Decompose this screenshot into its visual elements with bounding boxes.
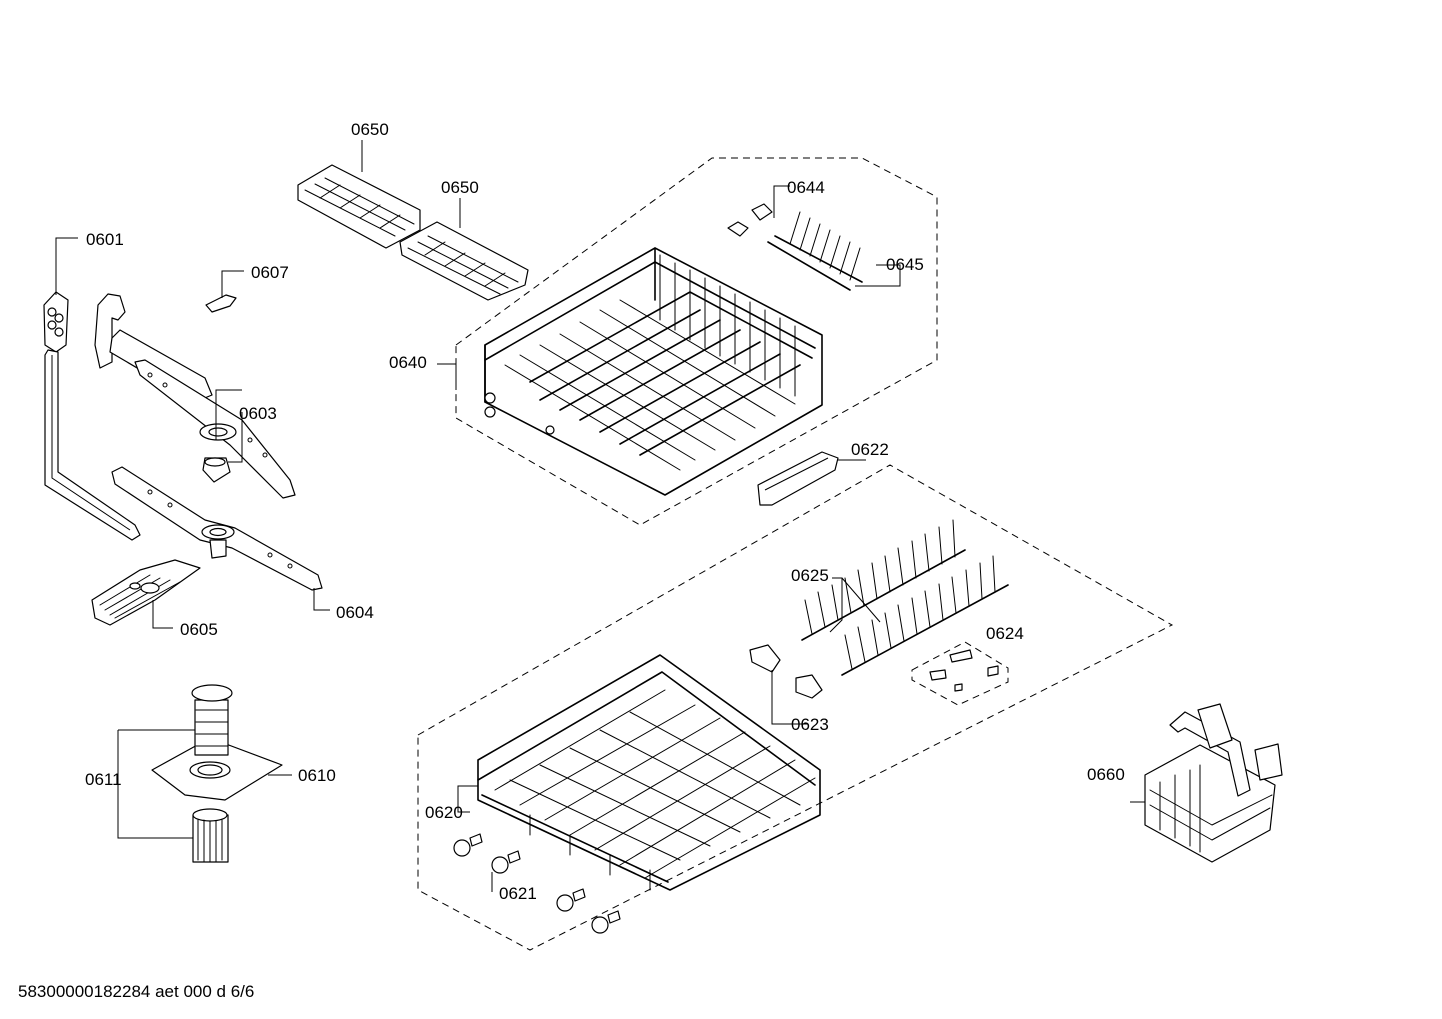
label-0601: 0601	[86, 230, 124, 249]
upper-basket-group-outline	[455, 157, 938, 526]
sump-filter-part	[151, 684, 283, 863]
label-0624: 0624	[986, 624, 1024, 643]
supply-pipe-part	[43, 291, 141, 541]
label-0605: 0605	[180, 620, 218, 639]
rail-clips-part	[749, 644, 823, 699]
fine-filter-plate-part	[91, 559, 201, 626]
label-0645: 0645	[886, 255, 924, 274]
cup-shelf-inserts-part	[297, 164, 529, 301]
lower-spray-arm-part	[111, 466, 323, 591]
clip-part	[205, 294, 237, 313]
label-0650-a: 0650	[351, 120, 389, 139]
label-0604: 0604	[336, 603, 374, 622]
label-0640: 0640	[389, 353, 427, 372]
rack-fittings-part	[727, 203, 773, 237]
lower-basket-part	[477, 654, 821, 891]
label-0620: 0620	[425, 803, 463, 822]
label-0611: 0611	[85, 770, 122, 789]
label-0625: 0625	[791, 566, 829, 585]
label-0644: 0644	[787, 178, 825, 197]
lower-tine-rows-part	[801, 519, 1009, 676]
cutlery-basket-part	[1144, 703, 1283, 863]
label-0607: 0607	[251, 263, 289, 282]
lower-basket-group-outline	[417, 464, 1174, 951]
basket-handle-part	[757, 451, 839, 506]
fold-down-tines-part	[767, 211, 863, 291]
document-reference: 58300000182284 aet 000 d 6/6	[18, 982, 254, 1001]
basket-wheels-part	[453, 833, 621, 934]
label-0621: 0621	[499, 884, 537, 903]
label-0650-b: 0650	[441, 178, 479, 197]
label-0660: 0660	[1087, 765, 1125, 784]
label-0622: 0622	[851, 440, 889, 459]
label-0610: 0610	[298, 766, 336, 785]
label-0603: 0603	[239, 404, 277, 423]
upper-basket-part	[484, 247, 823, 496]
leader-lines	[55, 140, 1145, 892]
tine-clips-part	[911, 641, 1009, 706]
label-0623: 0623	[791, 715, 829, 734]
upper-spray-arm-part	[94, 293, 296, 499]
